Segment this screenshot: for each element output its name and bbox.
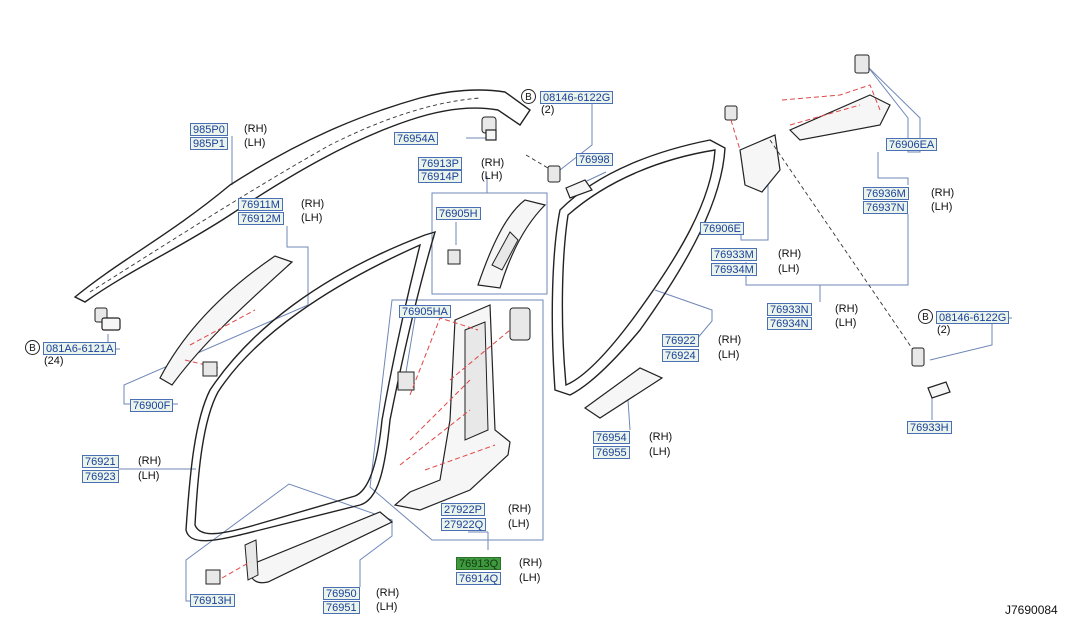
part-number-76900F[interactable]: 76900F [130,399,174,412]
bolt-marker-icon: B [521,89,536,104]
upper-pillar-trim [447,199,547,289]
part-number-76914P[interactable]: 76914P [418,170,462,183]
quantity-label: (2) [541,104,555,116]
part-number-76913Q-selected[interactable]: 76913Q [456,557,502,570]
side-label: (RH) [931,187,955,199]
side-label: (LH) [376,601,398,613]
part-number-76922[interactable]: 76922 [662,334,699,347]
part-number-76951[interactable]: 76951 [323,601,360,614]
side-label: (LH) [649,446,671,458]
curtain-airbag [73,89,531,331]
side-label: (RH) [376,587,400,599]
part-number-081A6-6121A[interactable]: 081A6-6121A [43,342,117,355]
side-label: (RH) [718,334,742,346]
part-number-76998[interactable]: 76998 [576,153,613,166]
side-label: (LH) [481,170,503,182]
part-number-76955[interactable]: 76955 [593,446,630,459]
quantity-label: (2) [937,324,951,336]
side-label: (RH) [138,455,162,467]
side-label: (RH) [508,503,532,515]
part-number-76911M[interactable]: 76911M [238,198,283,211]
part-number-76913H[interactable]: 76913H [190,594,235,607]
part-number-76905HA[interactable]: 76905HA [399,305,451,318]
diagram-id: J7690084 [1005,603,1058,617]
part-number-76921[interactable]: 76921 [82,455,119,468]
side-label: (RH) [301,198,325,210]
part-number-76936M[interactable]: 76936M [863,187,909,200]
side-label: (RH) [519,557,543,569]
rear-pillar-garnish [724,54,921,361]
part-number-76954A[interactable]: 76954A [394,132,438,145]
part-number-76924[interactable]: 76924 [662,349,699,362]
side-label: (LH) [301,212,323,224]
part-number-76905H[interactable]: 76905H [436,207,481,220]
bolt-marker-icon: B [918,309,933,324]
part-number-76923[interactable]: 76923 [82,470,119,483]
center-pillar-garnish [393,304,531,511]
part-number-985P0[interactable]: 985P0 [190,123,228,136]
part-number-76934N[interactable]: 76934N [767,317,812,330]
part-number-76913P[interactable]: 76913P [418,157,462,170]
part-number-76912M[interactable]: 76912M [238,212,284,225]
part-number-76950[interactable]: 76950 [323,587,360,600]
side-label: (LH) [138,470,160,482]
side-label: (LH) [931,201,953,213]
clips-and-screws [525,154,951,399]
side-label: (RH) [244,123,268,135]
side-label: (LH) [778,263,800,275]
part-number-76954[interactable]: 76954 [593,431,630,444]
side-label: (RH) [778,248,802,260]
side-label: (LH) [718,349,740,361]
part-number-27922P[interactable]: 27922P [441,503,485,516]
part-number-76937N[interactable]: 76937N [863,201,908,214]
rear-kicking-plate [583,367,664,419]
part-number-76914Q[interactable]: 76914Q [456,572,502,585]
part-number-985P1[interactable]: 985P1 [190,137,228,150]
part-number-76933N[interactable]: 76933N [767,303,812,316]
side-label: (LH) [508,518,530,530]
side-label: (LH) [519,572,541,584]
side-label: (LH) [835,317,857,329]
bolt-marker-icon: B [25,340,40,355]
part-number-27922Q[interactable]: 27922Q [441,518,487,531]
rear-door-weatherstrip [551,139,726,396]
quantity-label: (24) [44,355,64,367]
side-label: (RH) [835,303,859,315]
leader-lines [107,66,1012,602]
part-number-76906EA[interactable]: 76906EA [886,138,938,151]
side-label: (LH) [244,137,266,149]
front-kicking-plate [205,511,394,585]
part-number-76933M[interactable]: 76933M [711,248,757,261]
part-number-08146-6122G-right[interactable]: 08146-6122G [936,311,1010,324]
side-label: (RH) [481,157,505,169]
part-number-76906E[interactable]: 76906E [700,222,744,235]
part-number-76934M[interactable]: 76934M [711,263,757,276]
part-number-08146-6122G-top[interactable]: 08146-6122G [540,91,614,104]
side-label: (RH) [649,431,673,443]
part-number-76933H[interactable]: 76933H [907,421,952,434]
front-pillar-garnish [159,255,294,386]
